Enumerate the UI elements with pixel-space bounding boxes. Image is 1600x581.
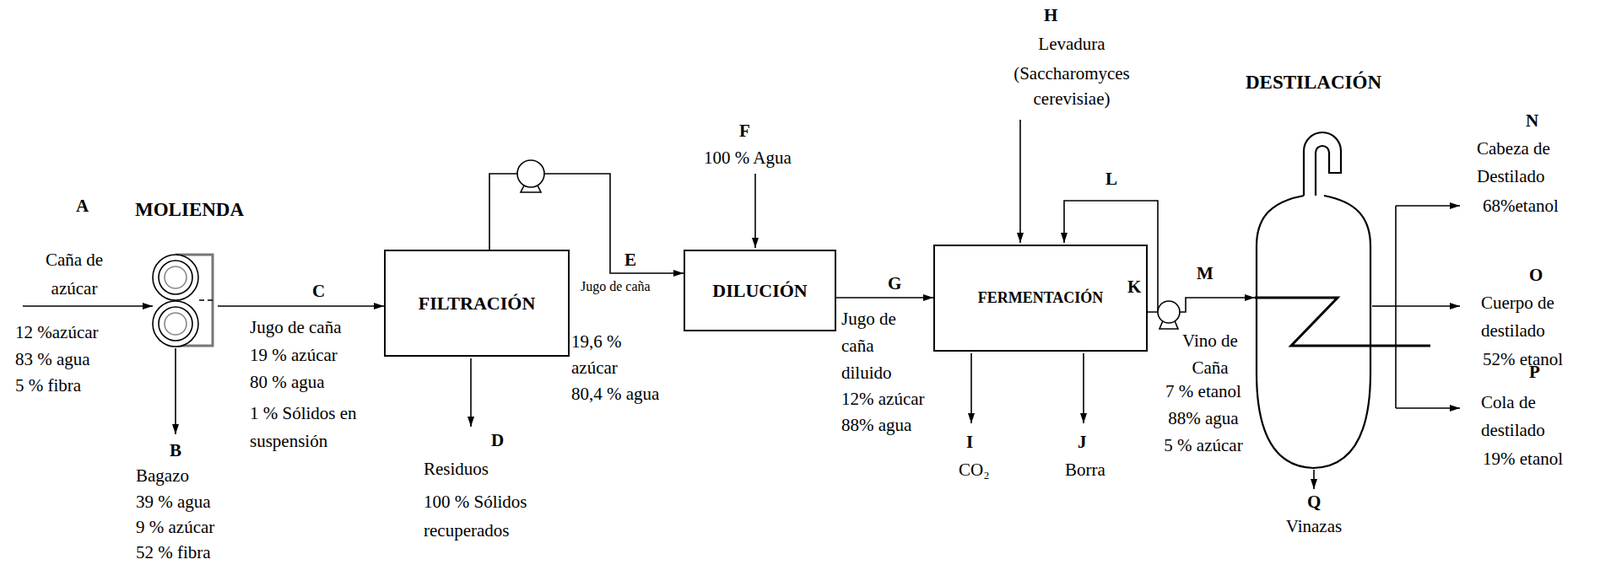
stream-label: 88% agua <box>841 415 912 437</box>
stream-label: Bagazo <box>135 465 190 487</box>
stream-label: 100 % Agua <box>703 147 792 169</box>
process-name: FILTRACIÓN <box>418 292 536 315</box>
mill-roller <box>152 254 199 301</box>
stream-letter: M <box>1196 263 1214 285</box>
stream-letter: E <box>624 249 637 271</box>
stream-label: 19% etanol <box>1482 448 1563 471</box>
stream-letter: F <box>739 120 751 142</box>
process-box: FILTRACIÓN <box>383 249 570 357</box>
stream-label: Cola de destilado <box>1481 389 1574 445</box>
distillate-manifold <box>1394 205 1397 409</box>
stream-label: Jugo de caña diluido <box>841 305 919 387</box>
bagasse-arrow <box>174 348 177 435</box>
still-unit: DESTILACIÓN <box>1254 132 1373 471</box>
unit-heading: MOLIENDA <box>135 199 244 222</box>
stream-label: Vinazas <box>1280 516 1348 538</box>
stream-letter: J <box>1077 432 1087 454</box>
process-name: DILUCIÓN <box>712 280 807 303</box>
stream-label: 5 % azúcar <box>1156 435 1251 457</box>
stream-letter: O <box>1529 264 1543 287</box>
stream-label: 7 % etanol <box>1156 381 1251 403</box>
mill-roller-core <box>164 266 187 289</box>
stream-label: 80 % agua <box>249 372 325 394</box>
stream-letter: N <box>1525 110 1539 132</box>
stream-label: 100 % Sólidos recuperados <box>423 487 568 546</box>
vinasse-arrow <box>1313 470 1315 490</box>
stream-label: 5 % fibra <box>15 375 82 397</box>
stream-letter: D <box>491 430 504 452</box>
mill-axis <box>199 299 217 302</box>
mill-roller-ring <box>158 307 193 341</box>
process-box: DILUCIÓN <box>683 249 837 332</box>
stream-label: Caña de azúcar <box>27 245 121 303</box>
stream-label: (Saccharomyces cerevisiae) <box>995 60 1148 112</box>
flow-connector <box>836 297 934 299</box>
mill-roller <box>152 301 199 347</box>
stream-letter: L <box>1105 168 1118 190</box>
stream-letter: G <box>887 273 902 295</box>
pump-symbol <box>517 160 545 193</box>
stream-letter: Q <box>1307 491 1321 514</box>
still-neck <box>1303 132 1341 196</box>
stream-label: 12 %azúcar <box>15 322 99 344</box>
head-arrow <box>1395 205 1460 207</box>
process-box: FERMENTACIÓN <box>933 244 1148 352</box>
tail-arrow <box>1395 407 1460 410</box>
stream-label: 9 % azúcar <box>135 517 215 539</box>
pump-body <box>517 160 545 188</box>
stream-label: 88% agua <box>1156 408 1251 430</box>
still-body <box>1256 195 1371 469</box>
stream-label: 12% azúcar <box>841 389 925 411</box>
stream-label: 19,6 % azúcar <box>571 329 652 382</box>
stream-label: Cuerpo de destilado <box>1481 289 1587 346</box>
stream-letter: K <box>1127 276 1141 298</box>
stream-letter: H <box>1043 5 1058 27</box>
mill-roller-ring <box>158 260 193 295</box>
pump-symbol <box>1157 301 1180 330</box>
stream-letter: A <box>75 195 89 217</box>
distillate-line <box>1372 305 1396 308</box>
stream-label: Levadura <box>995 33 1148 55</box>
process-name: FERMENTACIÓN <box>978 289 1104 308</box>
feed-arrow <box>22 305 153 308</box>
stream-label: Jugo de caña <box>580 278 651 296</box>
stream-label: Vino de Caña <box>1171 327 1249 382</box>
heating-coil <box>1254 297 1431 346</box>
mill-illustration <box>150 249 218 352</box>
still-illustration <box>1254 132 1373 471</box>
water-arrow <box>754 173 757 249</box>
stream-label: 68%etanol <box>1482 195 1559 217</box>
stream-label: 1 % Sólidos en suspensión <box>249 400 390 456</box>
mill-unit: MOLIENDA <box>150 249 218 352</box>
stream-label: CO₂ <box>958 459 990 482</box>
stream-label: Residuos <box>423 459 489 481</box>
flow-connector <box>217 305 384 308</box>
pump-body <box>1157 301 1180 324</box>
stream-letter: C <box>312 281 325 303</box>
stream-label: 52% etanol <box>1482 349 1563 371</box>
yeast-arrow <box>1019 119 1022 244</box>
stream-label: Borra <box>1064 459 1106 482</box>
body-arrow <box>1395 305 1460 308</box>
stream-label: 52 % fibra <box>135 542 211 564</box>
stream-letter: I <box>966 432 973 454</box>
lees-arrow <box>1082 353 1085 424</box>
co2-arrow <box>970 353 973 424</box>
stream-label: Jugo de caña <box>249 317 341 339</box>
stream-letter: B <box>169 440 182 462</box>
residue-arrow <box>470 358 472 428</box>
stream-label: 80,4 % agua <box>571 383 660 406</box>
unit-heading: DESTILACIÓN <box>1245 71 1382 94</box>
stream-label: 19 % azúcar <box>249 345 338 367</box>
mill-roller-core <box>164 313 187 336</box>
stream-label: 39 % agua <box>135 491 211 514</box>
stream-arrows <box>22 119 1460 490</box>
stream-label: 83 % agua <box>15 349 91 371</box>
stream-letter: P <box>1529 362 1541 384</box>
stream-label: Cabeza de Destilado <box>1476 135 1587 191</box>
